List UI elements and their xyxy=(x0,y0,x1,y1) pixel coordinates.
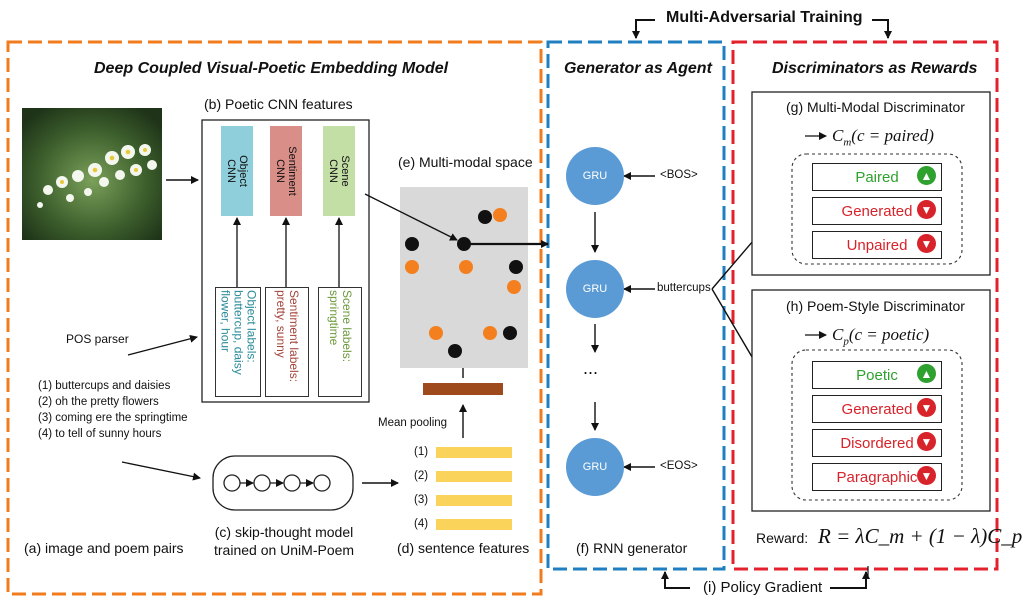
policy-gradient-label: (i) Policy Gradient xyxy=(703,579,823,596)
caption-d: (d) sentence features xyxy=(397,540,530,556)
sentence-index-4: (4) xyxy=(414,518,429,530)
eos-token: <EOS> xyxy=(660,460,698,472)
ps-discriminator-title: (h) Poem-Style Discriminator xyxy=(786,298,965,314)
cnn-to-space-arrow xyxy=(364,193,458,241)
generator-section-title: Generator as Agent xyxy=(564,60,712,77)
skipthought-chain xyxy=(223,474,331,492)
caption-c-line2: trained on UniM-Poem xyxy=(214,542,355,558)
scene-labels-text: Scene labels: springtime xyxy=(327,290,354,363)
embedding-section-border xyxy=(6,40,543,596)
thumbs-up-icon: ▲ xyxy=(917,364,936,383)
poem-line-4: (4) to tell of sunny hours xyxy=(38,428,162,440)
word-token: buttercups xyxy=(657,282,711,294)
thumbs-down-icon: ▼ xyxy=(917,432,936,451)
embedding-section-title: Deep Coupled Visual-Poetic Embedding Mod… xyxy=(94,60,449,77)
sentence-index-1: (1) xyxy=(414,446,429,458)
bottom-arrow-left xyxy=(661,571,690,589)
sentence-bar-3 xyxy=(436,495,512,506)
sentence-bar-2 xyxy=(436,471,512,482)
sentiment-labels-box: Sentiment labels: pretty, sunny xyxy=(265,287,309,397)
ps-class-group xyxy=(791,349,963,501)
gru-node-3: GRU xyxy=(566,438,624,496)
reward-label: Reward: xyxy=(756,530,809,546)
scene-labels-box: Scene labels: springtime xyxy=(318,287,362,397)
multimodal-space-title: (e) Multi-modal space xyxy=(398,154,533,170)
sentence-index-3: (3) xyxy=(414,494,429,506)
thumbs-down-icon: ▼ xyxy=(917,466,936,485)
sentiment-cnn-label: Sentiment CNN xyxy=(274,146,298,196)
generator-section-border xyxy=(546,40,726,571)
sequence-ellipsis: ... xyxy=(583,358,599,378)
thumbs-down-icon: ▼ xyxy=(917,398,936,417)
poem-line-1: (1) buttercups and daisies xyxy=(38,380,171,392)
mm-formula: Cm(c = paired) xyxy=(832,126,934,149)
object-cnn-label: Object CNN xyxy=(225,155,249,187)
caption-c-line1: (c) skip-thought model xyxy=(214,524,354,540)
scene-cnn: Scene CNN xyxy=(323,126,355,216)
thumbs-down-icon: ▼ xyxy=(917,234,936,253)
ps-formula: Cp(c = poetic) xyxy=(832,325,930,348)
object-labels-text: Object labels: buttercup, daisy flower, … xyxy=(218,290,259,375)
discriminator-section-title: Discriminators as Rewards xyxy=(772,60,978,77)
poem-line-2: (2) oh the pretty flowers xyxy=(38,396,159,408)
sentence-bar-4 xyxy=(436,519,512,530)
pooled-feature-bar xyxy=(423,383,503,395)
bottom-arrow-right xyxy=(830,571,870,589)
sentence-index-2: (2) xyxy=(414,470,429,482)
multimodal-space xyxy=(400,187,528,368)
flower-photo xyxy=(22,108,162,240)
mm-discriminator-title: (g) Multi-Modal Discriminator xyxy=(786,99,965,115)
sentence-bar-1 xyxy=(436,447,512,458)
scene-cnn-label: Scene CNN xyxy=(327,155,351,187)
caption-f: (f) RNN generator xyxy=(576,540,688,556)
reward-formula: R = λC_m + (1 − λ)C_p xyxy=(818,524,1022,548)
object-labels-box: Object labels: buttercup, daisy flower, … xyxy=(215,287,261,397)
thumbs-down-icon: ▼ xyxy=(917,200,936,219)
top-arrow-right xyxy=(872,19,892,39)
multi-adversarial-training-label: Multi-Adversarial Training xyxy=(666,9,863,26)
ps-class-poetic: Poetic xyxy=(812,361,942,389)
embedding-dots xyxy=(405,208,523,358)
cnn-features-title: (b) Poetic CNN features xyxy=(204,96,353,112)
thumbs-up-icon: ▲ xyxy=(917,166,936,185)
sentiment-cnn: Sentiment CNN xyxy=(270,126,302,216)
poem-to-skipthought-arrow xyxy=(121,461,201,481)
mean-pooling-label: Mean pooling xyxy=(378,417,448,429)
pos-parser-arrow xyxy=(127,334,198,356)
pos-parser-label: POS parser xyxy=(66,332,129,346)
top-arrow-left xyxy=(632,19,655,39)
gru-node-2: GRU xyxy=(566,260,624,318)
caption-a: (a) image and poem pairs xyxy=(24,540,184,556)
object-cnn: Object CNN xyxy=(221,126,253,216)
discriminator-section-border xyxy=(731,40,999,571)
bos-token: <BOS> xyxy=(660,169,698,181)
gru-node-1: GRU xyxy=(566,147,624,205)
mm-class-group xyxy=(791,153,963,265)
poem-line-3: (3) coming ere the springtime xyxy=(38,412,188,424)
sentiment-labels-text: Sentiment labels: pretty, sunny xyxy=(274,290,301,383)
